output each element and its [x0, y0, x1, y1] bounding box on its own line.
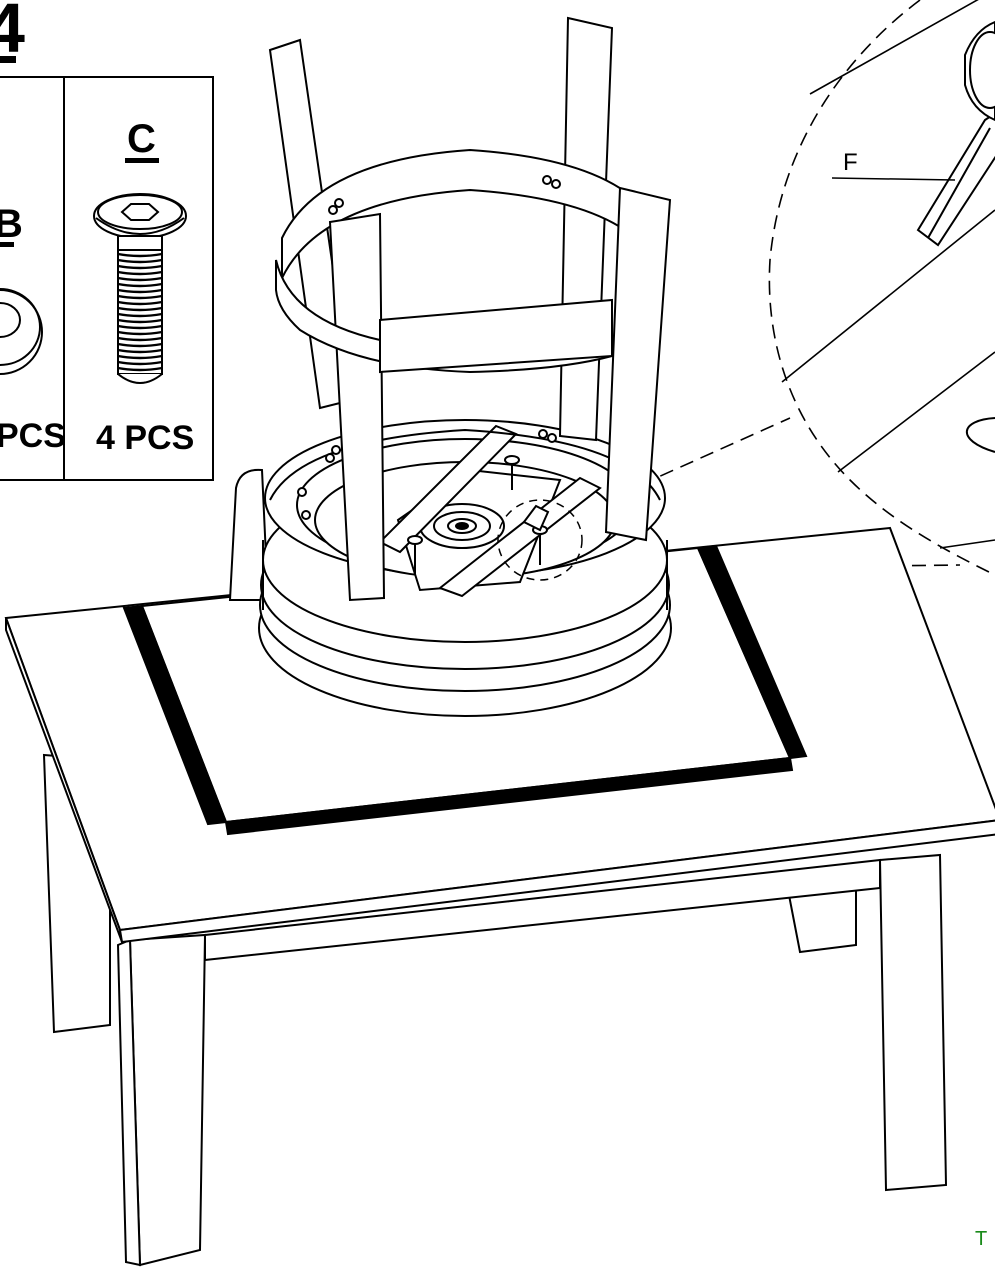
- screw-thread: [117, 270, 163, 276]
- plate-screws: [407, 455, 550, 575]
- washer-icon: [0, 288, 43, 375]
- part-b-letter: B: [0, 202, 23, 246]
- stool: [228, 16, 672, 717]
- step-number-text: 4: [0, 0, 25, 67]
- callout-f-letter: F: [843, 149, 858, 176]
- screw-thread: [117, 318, 163, 324]
- part-c-letter: C: [127, 117, 156, 161]
- screw-thread: [117, 360, 163, 366]
- screw-thread: [117, 258, 163, 264]
- step-number: 4: [0, 0, 25, 67]
- screw-thread: [117, 264, 163, 270]
- screw-thread: [117, 354, 163, 360]
- hex-key-icon: [916, 20, 995, 247]
- part-c: C 4 PCS: [93, 117, 194, 457]
- screw-thread: [117, 252, 163, 258]
- leg-screws: [297, 175, 561, 520]
- screw-thread: [117, 312, 163, 318]
- screw-icon: [93, 193, 187, 384]
- screw-thread: [117, 294, 163, 300]
- corner-text: T: [975, 1228, 987, 1250]
- part-c-qty: 4 PCS: [96, 419, 194, 457]
- screw-thread: [117, 288, 163, 294]
- callout-f: F: [831, 149, 956, 181]
- screw-thread: [117, 306, 163, 312]
- screw-thread: [117, 282, 163, 288]
- screw-thread: [117, 336, 163, 342]
- screw-thread: [117, 276, 163, 282]
- screw-thread: [117, 330, 163, 336]
- part-b-qty-label: PCS: [0, 417, 66, 455]
- screw-thread: [117, 324, 163, 330]
- part-b: B 4 PCS PCS: [0, 202, 66, 455]
- screw-thread: [117, 342, 163, 348]
- detail-zoom: [559, 0, 995, 576]
- screw-thread: [117, 348, 163, 354]
- parts-panel: B 4 PCS PCS C: [0, 76, 214, 481]
- screw-thread: [117, 366, 163, 372]
- screw-thread: [117, 300, 163, 306]
